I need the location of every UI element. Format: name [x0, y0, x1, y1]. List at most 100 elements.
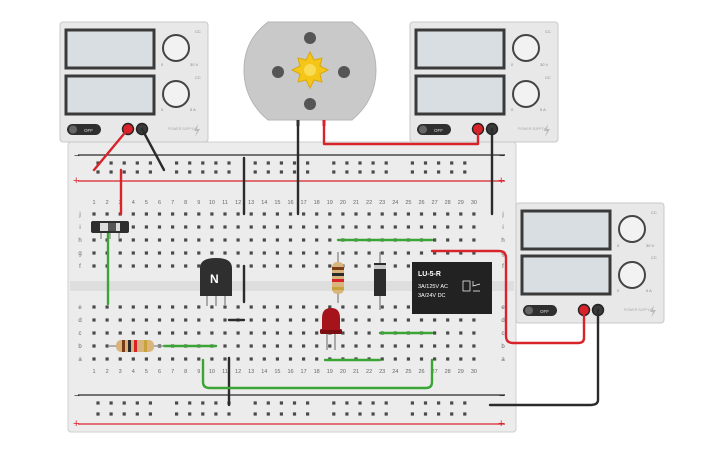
terminal-hole[interactable] [157, 331, 162, 335]
rail-hole[interactable] [384, 161, 388, 165]
rail-hole[interactable] [201, 161, 205, 165]
rail-hole[interactable] [279, 170, 283, 174]
terminal-hole[interactable] [92, 212, 96, 216]
terminal-hole[interactable] [92, 357, 96, 361]
terminal-hole[interactable] [92, 251, 96, 255]
terminal-hole[interactable] [262, 357, 266, 361]
rail-hole[interactable] [463, 170, 467, 174]
rail-hole[interactable] [437, 161, 441, 165]
terminal-hole[interactable] [210, 212, 214, 216]
rail-hole[interactable] [463, 412, 467, 416]
rail-hole[interactable] [371, 170, 375, 174]
terminal-hole[interactable] [341, 305, 345, 309]
terminal-hole[interactable] [380, 212, 384, 216]
terminal-hole[interactable] [433, 212, 437, 216]
terminal-hole[interactable] [328, 264, 332, 268]
terminal-hole[interactable] [354, 212, 358, 216]
terminal-hole[interactable] [341, 251, 345, 255]
terminal-hole[interactable] [131, 212, 135, 216]
terminal-hole[interactable] [184, 238, 188, 242]
terminal-hole[interactable] [433, 344, 437, 348]
breadboard[interactable]: − + − + − + − + 112233445566778899101011… [67, 141, 517, 433]
rail-hole[interactable] [214, 161, 218, 165]
terminal-hole[interactable] [406, 212, 410, 216]
terminal-hole[interactable] [419, 225, 424, 229]
terminal-hole[interactable] [315, 318, 319, 322]
terminal-hole[interactable] [223, 344, 227, 348]
terminal-hole[interactable] [302, 318, 306, 322]
terminal-hole[interactable] [249, 251, 253, 255]
terminal-hole[interactable] [144, 225, 148, 229]
rail-hole[interactable] [122, 401, 126, 405]
current-knob[interactable] [512, 80, 540, 108]
terminal-hole[interactable] [302, 225, 306, 229]
terminal-hole[interactable] [302, 305, 306, 309]
terminal-hole[interactable] [210, 225, 214, 229]
terminal-hole[interactable] [262, 251, 266, 255]
terminal-hole[interactable] [144, 318, 148, 322]
terminal-hole[interactable] [223, 331, 227, 335]
rail-hole[interactable] [175, 170, 179, 174]
terminal-hole[interactable] [249, 357, 253, 361]
rail-hole[interactable] [410, 412, 414, 416]
terminal-hole[interactable] [288, 264, 293, 268]
terminal-hole[interactable] [171, 238, 175, 242]
terminal-hole[interactable] [275, 357, 279, 361]
rail-hole[interactable] [175, 161, 179, 165]
terminal-hole[interactable] [144, 264, 148, 268]
rail-hole[interactable] [135, 170, 139, 174]
rail-hole[interactable] [371, 161, 375, 165]
terminal-hole[interactable] [118, 331, 122, 335]
terminal-hole[interactable] [197, 264, 201, 268]
terminal-hole[interactable] [302, 238, 306, 242]
terminal-hole[interactable] [210, 331, 214, 335]
terminal-hole[interactable] [328, 344, 332, 348]
terminal-hole[interactable] [223, 225, 227, 229]
terminal-hole[interactable] [275, 318, 279, 322]
terminal-hole[interactable] [380, 344, 384, 348]
rail-hole[interactable] [437, 401, 441, 405]
terminal-hole[interactable] [131, 305, 135, 309]
rail-hole[interactable] [109, 170, 113, 174]
terminal-hole[interactable] [92, 264, 96, 268]
terminal-hole[interactable] [92, 305, 96, 309]
resistor-vertical[interactable] [332, 252, 344, 303]
rail-hole[interactable] [450, 412, 454, 416]
terminal-hole[interactable] [380, 251, 384, 255]
terminal-hole[interactable] [131, 238, 135, 242]
terminal-hole[interactable] [446, 344, 450, 348]
terminal-hole[interactable] [433, 357, 437, 361]
rail-hole[interactable] [345, 170, 349, 174]
terminal-hole[interactable] [236, 238, 240, 242]
terminal-hole[interactable] [367, 212, 371, 216]
terminal-hole[interactable] [380, 225, 384, 229]
rail-hole[interactable] [358, 161, 362, 165]
terminal-hole[interactable] [236, 344, 240, 348]
rail-hole[interactable] [332, 401, 336, 405]
terminal-hole[interactable] [157, 305, 162, 309]
terminal-hole[interactable] [144, 238, 148, 242]
terminal-hole[interactable] [367, 305, 371, 309]
rail-hole[interactable] [266, 401, 270, 405]
terminal-hole[interactable] [171, 264, 175, 268]
terminal-hole[interactable] [118, 318, 122, 322]
terminal-hole[interactable] [393, 344, 397, 348]
terminal-hole[interactable] [419, 344, 424, 348]
terminal-hole[interactable] [406, 344, 410, 348]
terminal-hole[interactable] [236, 357, 240, 361]
terminal-hole[interactable] [328, 238, 332, 242]
rail-hole[interactable] [253, 161, 257, 165]
terminal-hole[interactable] [105, 331, 109, 335]
terminal-hole[interactable] [144, 251, 148, 255]
rail-hole[interactable] [292, 401, 297, 405]
rail-hole[interactable] [332, 412, 336, 416]
rail-hole[interactable] [450, 401, 454, 405]
terminal-hole[interactable] [393, 357, 397, 361]
rail-hole[interactable] [423, 161, 428, 165]
terminal-hole[interactable] [315, 344, 319, 348]
rail-hole[interactable] [122, 170, 126, 174]
terminal-hole[interactable] [315, 238, 319, 242]
slide-switch[interactable] [91, 221, 129, 239]
terminal-hole[interactable] [236, 225, 240, 229]
terminal-hole[interactable] [275, 305, 279, 309]
